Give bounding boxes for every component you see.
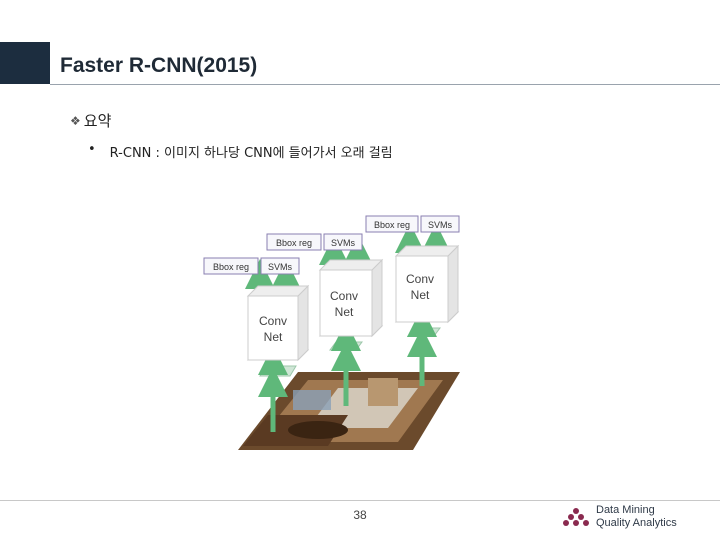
rcnn-diagram: Conv Net Conv Net Conv Net Bbox reg SVMs… xyxy=(203,215,460,450)
net-label-1: Net xyxy=(264,330,283,344)
sub-bullet-text: R-CNN : 이미지 하나당 CNN에 들어가서 오래 걸림 xyxy=(109,146,393,161)
lab-logo: Data Mining Quality Analytics xyxy=(562,504,677,530)
logo-line-2: Quality Analytics xyxy=(596,517,677,529)
slide-title: Faster R-CNN(2015) xyxy=(60,54,258,77)
logo-text: Data Mining Quality Analytics xyxy=(596,504,677,530)
conv-net-cube: Conv Net xyxy=(246,284,310,362)
sub-bullet-marker: • xyxy=(88,142,96,157)
bullet-heading: ❖ 요약 xyxy=(70,110,111,131)
input-image xyxy=(238,372,460,450)
logo-line-1: Data Mining xyxy=(596,504,655,516)
net-label-3: Net xyxy=(411,288,430,302)
conv-label-2: Conv xyxy=(330,289,358,303)
conv-net-cube: Conv Net xyxy=(318,258,384,338)
output-labels: Bbox reg SVMs Bbox reg SVMs Bbox reg SVM… xyxy=(203,215,460,275)
title-divider xyxy=(50,84,720,85)
footer-divider xyxy=(0,500,720,501)
net-label-2: Net xyxy=(335,305,354,319)
page-number: 38 xyxy=(353,508,367,522)
conv-net-cube: Conv Net xyxy=(394,244,460,324)
flow-arrows xyxy=(245,223,451,432)
bbox-reg-label-1: Bbox reg xyxy=(213,262,249,272)
bbox-reg-label-2: Bbox reg xyxy=(276,238,312,248)
title-accent-block xyxy=(0,42,50,84)
svms-label-2: SVMs xyxy=(331,238,356,248)
logo-dots-icon xyxy=(563,508,589,526)
bullet-heading-text: 요약 xyxy=(83,112,112,130)
svms-label-1: SVMs xyxy=(268,262,293,272)
sub-bullet: • R-CNN : 이미지 하나당 CNN에 들어가서 오래 걸림 xyxy=(88,142,393,161)
diamond-bullet-icon: ❖ xyxy=(70,113,81,128)
conv-label-3: Conv xyxy=(406,272,434,286)
svms-label-3: SVMs xyxy=(428,220,453,230)
conv-label-1: Conv xyxy=(259,314,287,328)
bbox-reg-label-3: Bbox reg xyxy=(374,220,410,230)
